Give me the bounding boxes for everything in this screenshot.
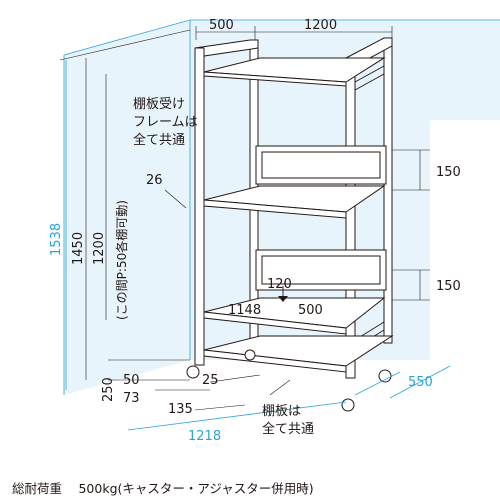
dim-caster-50: 50 [123, 373, 140, 388]
dim-left-frame: 1450 [71, 232, 86, 265]
dim-bottom-width-total: 1218 [188, 429, 221, 444]
dim-right-gap-upper: 150 [436, 165, 461, 180]
dim-right-gap-lower: 150 [436, 279, 461, 294]
load-capacity-caption: 総耐荷重 500kg(キャスター・アジャスター併用時) [12, 481, 314, 496]
frame-note-line-3: 全て共通 [133, 132, 185, 148]
dim-caster-250: 250 [101, 377, 116, 402]
dim-bracket-offset: 26 [146, 173, 163, 188]
dim-caster-25: 25 [202, 373, 219, 388]
frame-note-line-1: 棚板受け [133, 97, 185, 112]
dimension-lines [59, 26, 451, 431]
dim-inner-depth: 1148 [228, 303, 261, 318]
dim-top-height: 1200 [304, 18, 337, 33]
shelf-brackets [255, 145, 387, 291]
frame-note-line-2: フレームは [133, 115, 198, 130]
dim-top-depth: 500 [209, 18, 234, 33]
dim-caster-73: 73 [123, 391, 140, 406]
rack-shelves [203, 57, 394, 373]
dim-caster-135: 135 [168, 402, 193, 417]
shelf-note-line-1: 棚板は [262, 404, 301, 419]
dim-bottom-depth-total: 550 [408, 375, 433, 390]
dim-inner-clearance: 120 [267, 277, 292, 292]
dim-left-adjust: 1200 [92, 232, 107, 265]
dim-left-total: 1538 [49, 223, 64, 256]
dim-left-adjust-note: (この間P:50各棚可動) [114, 200, 129, 320]
clearance-arrow [278, 286, 288, 302]
shelf-note-line-2: 全て共通 [262, 421, 314, 437]
dim-inner-width: 500 [298, 303, 323, 318]
